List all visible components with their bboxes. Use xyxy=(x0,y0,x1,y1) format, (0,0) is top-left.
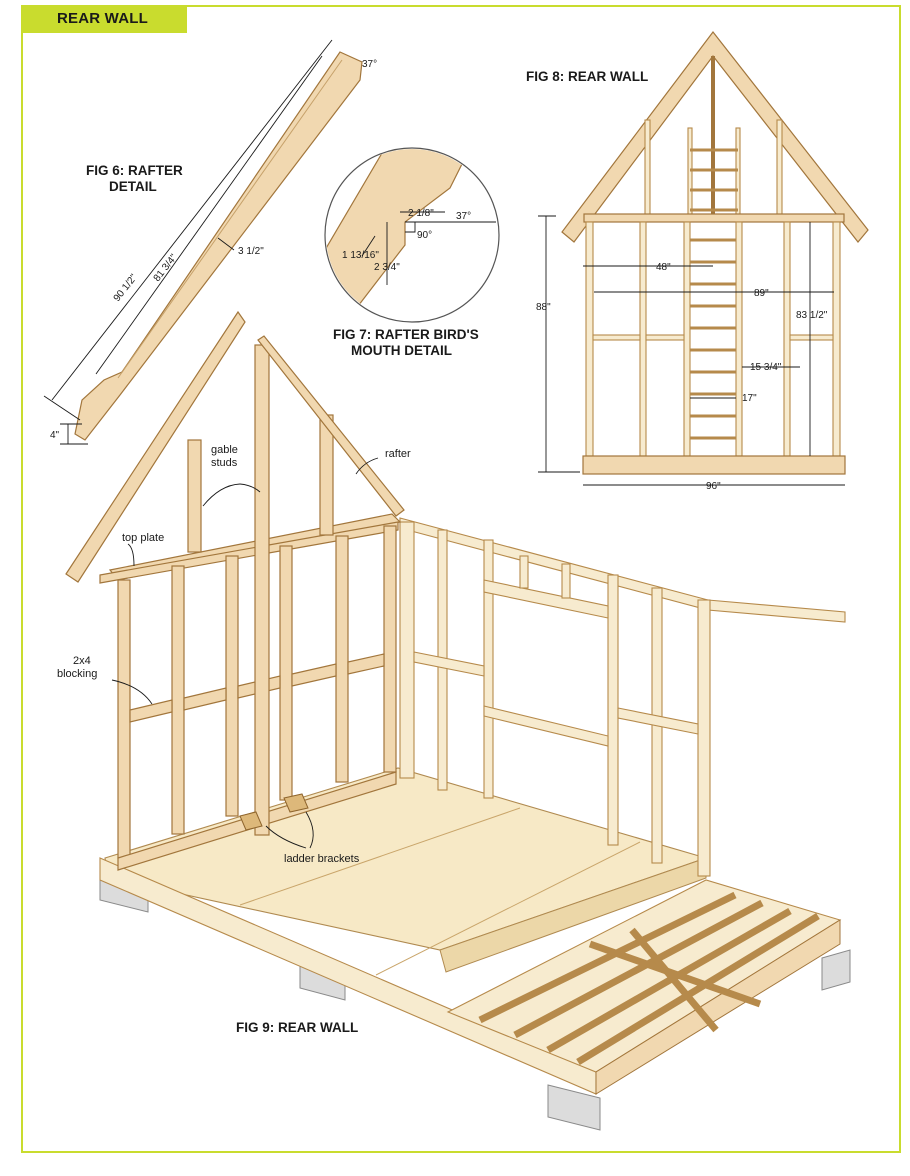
page-frame xyxy=(21,5,901,1153)
fig7-title-1: FIG 7: RAFTER BIRD'S xyxy=(333,327,479,342)
fig9-rafter-left xyxy=(65,310,246,583)
fig9-label-rafter: rafter xyxy=(385,448,411,460)
fig9-label-blocking-2: blocking xyxy=(57,668,97,680)
fig9-label-gable-2: studs xyxy=(211,457,238,469)
fig8-bottom-plate xyxy=(582,455,846,475)
fig8-dim-17: 17" xyxy=(742,393,757,404)
fig7-seat-width: 2 1/8" xyxy=(408,208,434,219)
fig8-dim-96: 96" xyxy=(706,481,721,492)
fig9-rear-wall-3d: gable studs rafter top plate 2x4 blockin… xyxy=(57,310,851,1131)
fig8-rear-wall-elevation: FIG 8: REAR WALL xyxy=(526,31,869,492)
fig8-title: FIG 8: REAR WALL xyxy=(526,69,648,84)
fig8-dim-15: 15 3/4" xyxy=(750,362,782,373)
fig9-label-top-plate: top plate xyxy=(122,532,164,544)
fig6-length-inner: 81 3/4" xyxy=(152,252,180,284)
fig6-title-1: FIG 6: RAFTER xyxy=(86,163,183,178)
fig9-title: FIG 9: REAR WALL xyxy=(236,1020,358,1035)
fig7-title-2: MOUTH DETAIL xyxy=(351,343,452,358)
fig6-angle-label: 37° xyxy=(362,59,377,70)
fig9-gable-stud xyxy=(187,439,202,553)
fig7-heel-depth: 1 13/16" xyxy=(342,250,379,261)
fig6-dim-line-inner xyxy=(95,55,323,375)
fig8-dim-88: 88" xyxy=(536,302,551,313)
fig8-dim-83: 83 1/2" xyxy=(796,310,828,321)
fig8-top-plate xyxy=(583,213,845,223)
fig7-birds-mouth-detail: 2 1/8" 37° 90° 1 13/16" 2 3/4" FIG 7: RA… xyxy=(324,147,500,358)
fig7-right-angle: 90° xyxy=(417,230,432,241)
fig8-dim-48: 48" xyxy=(656,262,671,273)
fig9-label-ladder: ladder brackets xyxy=(284,853,360,865)
fig9-ladder-bracket xyxy=(239,811,263,831)
fig7-cut-depth: 2 3/4" xyxy=(374,262,400,273)
fig6-rafter-board xyxy=(74,51,363,441)
fig7-angle: 37° xyxy=(456,211,471,222)
fig9-label-gable-1: gable xyxy=(211,444,238,456)
fig6-width-label: 3 1/2" xyxy=(238,246,264,257)
fig6-title-2: DETAIL xyxy=(109,179,157,194)
fig6-end-depth: 4" xyxy=(50,430,60,441)
section-title: REAR WALL xyxy=(57,10,148,27)
fig6-dim-line-outer xyxy=(51,39,333,401)
fig9-blocking xyxy=(129,699,173,723)
fig6-length-outer: 90 1/2" xyxy=(112,272,140,304)
fig9-label-blocking-1: 2x4 xyxy=(73,655,91,667)
fig8-dim-89: 89" xyxy=(754,288,769,299)
section-tab: REAR WALL xyxy=(21,5,187,33)
